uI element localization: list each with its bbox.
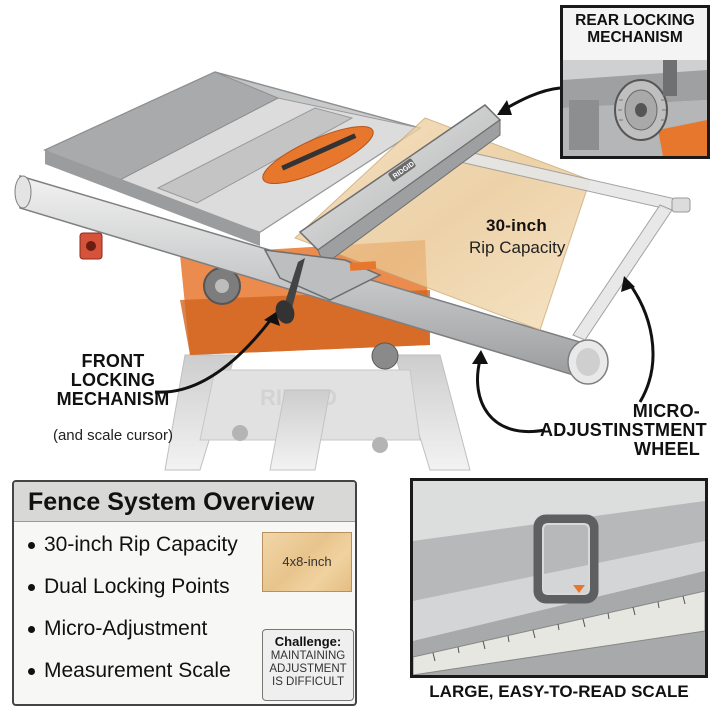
leader-arrows xyxy=(154,86,655,656)
arrow-front-lock xyxy=(154,317,274,394)
challenge-line3: IS DIFFICULT xyxy=(272,676,344,688)
bullet-icon xyxy=(28,626,35,633)
challenge-box: Challenge: MAINTAINING ADJUSTMENT IS DIF… xyxy=(262,629,354,701)
scale-detail xyxy=(413,481,705,675)
micro-wheel-line3: WHEEL xyxy=(634,439,700,460)
micro-wheel-line2: ADJUSTINSTMENT xyxy=(540,420,707,441)
challenge-heading: Challenge: xyxy=(274,634,342,649)
rear-lock-detail xyxy=(563,60,707,156)
overview-title: Fence System Overview xyxy=(14,482,355,522)
front-locking-line1: FRONT xyxy=(81,351,145,371)
front-locking-line3: MECHANISM xyxy=(56,389,170,410)
bullet-icon xyxy=(28,542,35,549)
front-locking-label: FRONT LOCKING MECHANISM xyxy=(38,351,188,410)
height-knob-icon xyxy=(371,342,399,370)
micro-wheel-line1: MICRO- xyxy=(632,401,700,421)
micro-wheel-label: MICRO- ADJUSTINSTMENT WHEEL xyxy=(540,401,707,460)
scale-cursor xyxy=(349,261,377,271)
rip-fence: RIDGID xyxy=(263,104,502,324)
scale-ticks xyxy=(432,595,686,662)
cursor-pointer xyxy=(573,585,585,593)
overview-item: Dual Locking Points xyxy=(28,566,238,608)
arrow-micro-wheel-2 xyxy=(476,359,546,433)
rear-locking-title: REAR LOCKING MECHANISM xyxy=(563,12,707,47)
overview-item-label: Micro-Adjustment xyxy=(44,617,208,640)
measurement-scale xyxy=(413,590,705,675)
challenge-line1: MAINTAINING xyxy=(270,650,346,662)
overview-item: 30-inch Rip Capacity xyxy=(28,524,238,566)
table-top xyxy=(43,71,422,246)
overview-item: Micro-Adjustment xyxy=(28,608,238,650)
saw-stand: RIDGID xyxy=(164,354,471,471)
fence-head xyxy=(263,249,382,301)
rear-orange-housing xyxy=(658,120,707,156)
challenge-line2: ADJUSTMENT xyxy=(269,663,347,675)
overview-item: Measurement Scale xyxy=(28,650,238,692)
front-locking-line2: LOCKING xyxy=(70,370,156,391)
overview-list: 30-inch Rip Capacity Dual Locking Points… xyxy=(28,524,238,692)
rip-capacity-title: 30-inch xyxy=(486,216,547,235)
fence-system-overview: Fence System Overview 30-inch Rip Capaci… xyxy=(12,480,357,706)
plywood-sample: 4x8-inch xyxy=(262,532,352,592)
bullet-icon xyxy=(28,668,35,675)
overview-item-label: Dual Locking Points xyxy=(44,575,230,598)
bullet-icon xyxy=(28,584,35,591)
scale-cursor-bracket xyxy=(533,514,599,604)
rip-capacity-subtitle: Rip Capacity xyxy=(469,238,566,257)
scale-inset xyxy=(410,478,708,678)
front-locking-subtitle: (and scale cursor) xyxy=(52,427,174,444)
fence-brand-badge xyxy=(388,158,416,182)
rear-locking-line2: MECHANISM xyxy=(587,29,683,47)
blade-slot xyxy=(281,133,357,171)
rear-locking-line1: REAR LOCKING xyxy=(575,12,695,29)
overview-item-label: Measurement Scale xyxy=(44,659,231,682)
lock-handle-grip xyxy=(275,300,295,324)
rear-locking-inset: REAR LOCKING MECHANISM xyxy=(560,5,710,159)
overview-item-label: 30-inch Rip Capacity xyxy=(44,533,238,556)
arrow-micro-wheel xyxy=(626,281,655,403)
extension-rail xyxy=(459,149,691,341)
scale-caption: LARGE, EASY-TO-READ SCALE xyxy=(429,682,689,701)
